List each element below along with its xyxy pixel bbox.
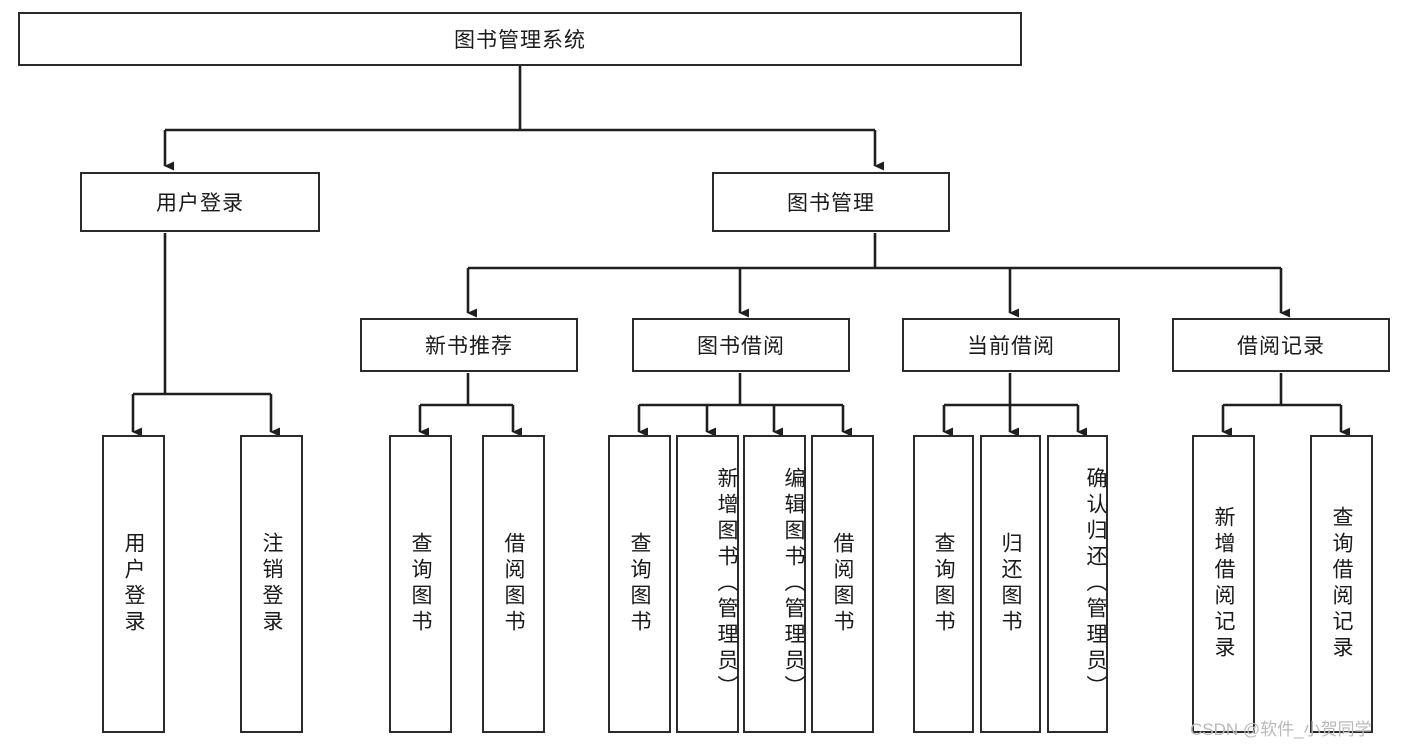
- node-root[interactable]: 图书管理系统: [18, 12, 1022, 66]
- node-label: 借阅图书: [502, 532, 525, 636]
- leaf-add-borrow-record[interactable]: 新增借阅记录: [1192, 435, 1255, 733]
- leaf-query-book-borrow[interactable]: 查询图书: [608, 435, 671, 733]
- watermark: CSDN @软件_小贺同学: [1190, 720, 1372, 739]
- leaf-query-book-current[interactable]: 查询图书: [913, 435, 974, 733]
- node-label: 借阅图书: [831, 532, 854, 636]
- node-label: 当前借阅: [967, 335, 1055, 358]
- node-label: 归还图书: [999, 532, 1022, 636]
- node-borrow-record[interactable]: 借阅记录: [1172, 318, 1390, 372]
- node-new-book-recommend[interactable]: 新书推荐: [360, 318, 578, 372]
- node-book-borrow[interactable]: 图书借阅: [632, 318, 850, 372]
- leaf-borrow-book-recommend[interactable]: 借阅图书: [482, 435, 545, 733]
- node-current-borrow[interactable]: 当前借阅: [902, 318, 1120, 372]
- node-book-management[interactable]: 图书管理: [712, 172, 950, 232]
- node-user-login[interactable]: 用户登录: [80, 172, 320, 232]
- node-label: 新增图书（管理员）: [715, 467, 738, 701]
- leaf-add-book-admin[interactable]: 新增图书（管理员）: [676, 435, 739, 733]
- node-label: 新书推荐: [425, 335, 513, 358]
- node-label: 查询图书: [932, 532, 955, 636]
- leaf-logout[interactable]: 注销登录: [240, 435, 303, 733]
- node-label: 图书借阅: [697, 335, 785, 358]
- leaf-user-login[interactable]: 用户登录: [102, 435, 165, 733]
- node-label: 借阅记录: [1237, 335, 1325, 358]
- node-label: 用户登录: [156, 192, 244, 215]
- leaf-borrow-book[interactable]: 借阅图书: [811, 435, 874, 733]
- leaf-edit-book-admin[interactable]: 编辑图书（管理员）: [743, 435, 806, 733]
- node-label: 图书管理系统: [454, 29, 586, 52]
- leaf-return-book[interactable]: 归还图书: [980, 435, 1041, 733]
- node-label: 确认归还（管理员）: [1084, 467, 1107, 701]
- node-label: 用户登录: [122, 532, 145, 636]
- node-label: 查询图书: [409, 532, 432, 636]
- node-label: 编辑图书（管理员）: [782, 467, 805, 701]
- leaf-confirm-return-admin[interactable]: 确认归还（管理员）: [1047, 435, 1108, 733]
- node-label: 注销登录: [260, 532, 283, 636]
- leaf-query-book-recommend[interactable]: 查询图书: [389, 435, 452, 733]
- node-label: 查询图书: [628, 532, 651, 636]
- node-label: 查询借阅记录: [1330, 506, 1353, 662]
- node-label: 新增借阅记录: [1212, 506, 1235, 662]
- node-label: 图书管理: [787, 192, 875, 215]
- leaf-query-borrow-record[interactable]: 查询借阅记录: [1310, 435, 1373, 733]
